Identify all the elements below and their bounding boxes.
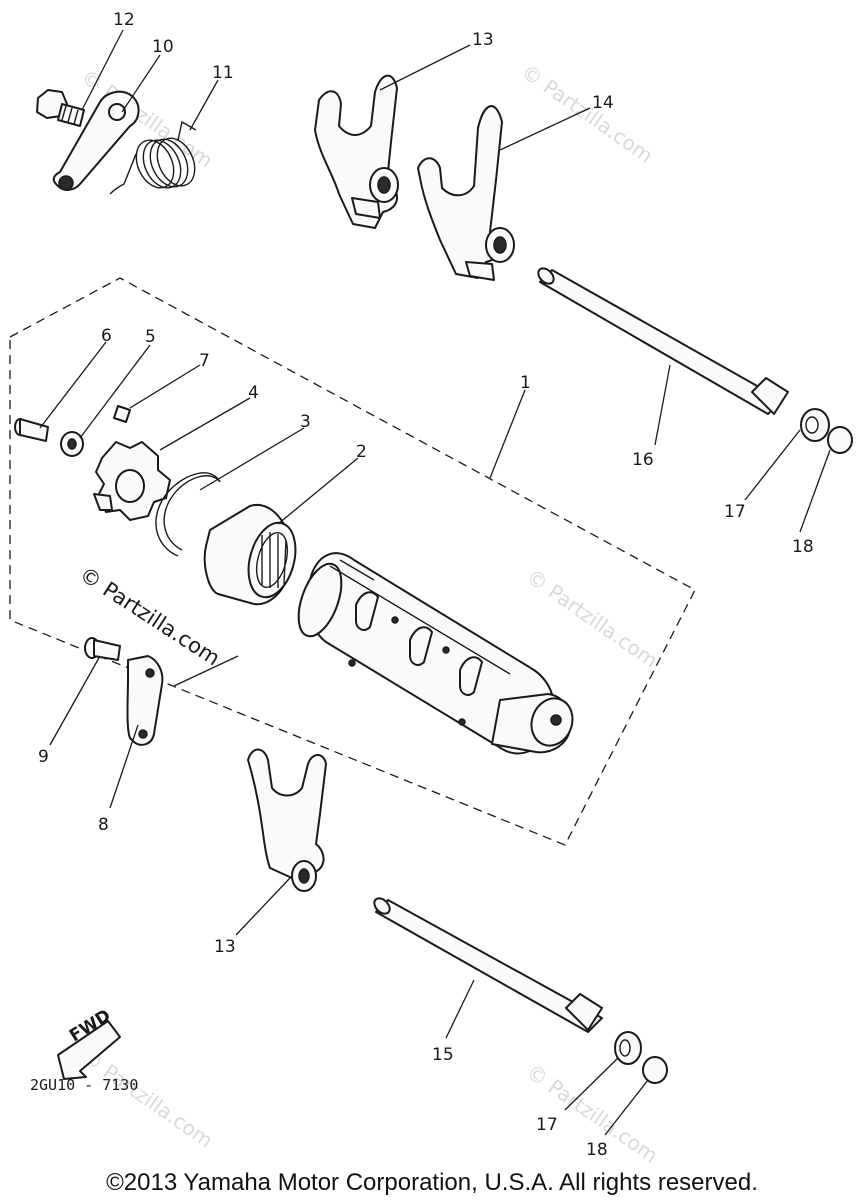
part-2-bearing <box>203 503 297 606</box>
part-15-guide-bar <box>373 897 603 1033</box>
callout-4: 4 <box>248 383 259 403</box>
part-13-shift-fork-top <box>314 74 399 229</box>
part-13-shift-fork-bottom <box>247 748 327 892</box>
callout-17-top: 17 <box>724 502 746 522</box>
part-17-clip-top <box>800 408 830 442</box>
callout-17-bottom: 17 <box>536 1115 558 1135</box>
callout-18-bottom: 18 <box>586 1140 608 1160</box>
leader-lines <box>39 29 831 1136</box>
callout-15: 15 <box>432 1045 454 1065</box>
callout-14: 14 <box>592 93 614 113</box>
part-7-dowel-pin <box>113 405 131 423</box>
part-4-segment <box>93 441 171 521</box>
callout-12: 12 <box>113 10 135 30</box>
callout-11: 11 <box>212 63 234 83</box>
callout-18-top: 18 <box>792 537 814 557</box>
part-9-screw <box>84 637 121 661</box>
callout-5: 5 <box>145 327 156 347</box>
watermark-4: © Partzilla.com <box>77 1044 217 1152</box>
part-16-guide-bar <box>537 267 789 415</box>
callout-16: 16 <box>632 450 654 470</box>
callouts: 12 10 11 13 14 6 5 7 4 3 2 1 16 17 18 9 … <box>38 10 814 1160</box>
part-10-stopper-lever <box>52 90 140 191</box>
callout-2: 2 <box>356 442 367 462</box>
part-8-stopper-plate <box>126 655 164 746</box>
part-6-screw <box>14 418 49 442</box>
assembly-boundary <box>9 277 696 846</box>
part-11-torsion-spring <box>109 120 197 195</box>
part-12-bolt <box>36 89 85 127</box>
watermark-2: © Partzilla.com <box>517 59 657 167</box>
callout-6: 6 <box>101 326 112 346</box>
callout-7: 7 <box>199 351 210 371</box>
watermark-3: © Partzilla.com <box>522 564 662 672</box>
callout-1: 1 <box>520 373 531 393</box>
callout-9: 9 <box>38 747 49 767</box>
part-18-cap-bottom <box>642 1056 668 1084</box>
callout-10: 10 <box>152 37 174 57</box>
part-14-shift-fork <box>417 105 515 281</box>
callout-13-top: 13 <box>472 30 494 50</box>
callout-3: 3 <box>300 412 311 432</box>
callout-8: 8 <box>98 815 109 835</box>
part-3-snap-ring <box>155 472 221 557</box>
part-18-cap-top <box>827 426 853 454</box>
part-1-shift-drum <box>297 552 574 755</box>
part-5-washer <box>60 431 84 457</box>
callout-13-bottom: 13 <box>214 937 236 957</box>
diagram-code: 2GU10 - 7130 <box>30 1076 138 1094</box>
part-17-clip-bottom <box>614 1031 642 1065</box>
copyright-text: ©2013 Yamaha Motor Corporation, U.S.A. A… <box>106 1169 758 1196</box>
